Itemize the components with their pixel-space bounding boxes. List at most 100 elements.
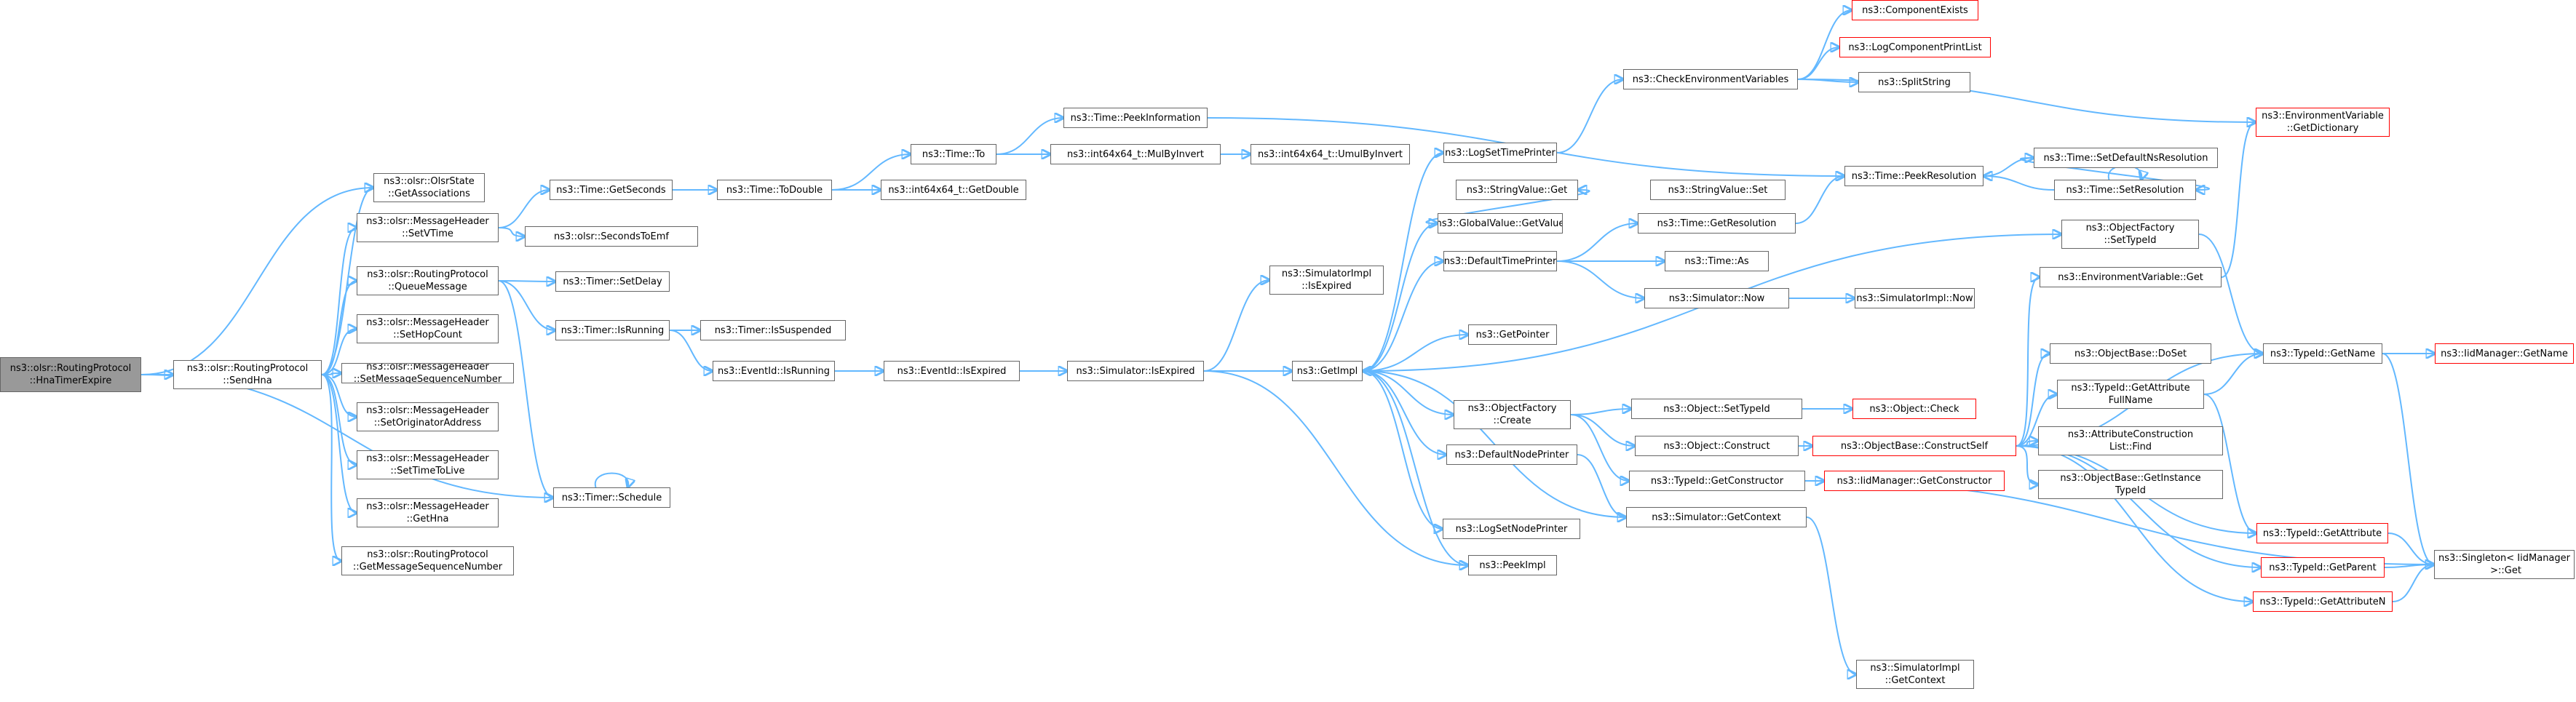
graph-node[interactable]: ns3::SimulatorImpl ::GetContext xyxy=(1856,660,1974,689)
call-edge xyxy=(996,118,1063,155)
graph-node[interactable]: ns3::olsr::MessageHeader ::SetHopCount xyxy=(357,314,499,343)
graph-node[interactable]: ns3::TypeId::GetParent xyxy=(2261,557,2385,578)
graph-node[interactable]: ns3::TypeId::GetAttribute FullName xyxy=(2057,380,2204,409)
graph-node[interactable]: ns3::Object::SetTypeId xyxy=(1631,399,1802,419)
graph-node[interactable]: ns3::GetImpl xyxy=(1292,361,1363,381)
graph-node[interactable]: ns3::Time::ToDouble xyxy=(717,180,832,200)
call-edge xyxy=(498,280,553,498)
graph-node[interactable]: ns3::Time::To xyxy=(911,144,996,164)
call-edge xyxy=(1362,261,1443,372)
graph-node[interactable]: ns3::Timer::SetDelay xyxy=(555,271,670,292)
graph-node[interactable]: ns3::olsr::SecondsToEmf xyxy=(525,226,698,247)
graph-node[interactable]: ns3::Simulator::GetContext xyxy=(1626,507,1807,527)
graph-node[interactable]: ns3::Time::GetResolution xyxy=(1638,213,1796,234)
graph-node[interactable]: ns3::IidManager::GetConstructor xyxy=(1824,471,2005,491)
graph-node[interactable]: ns3::Simulator::Now xyxy=(1644,288,1789,308)
graph-node[interactable]: ns3::int64x64_t::GetDouble xyxy=(881,180,1026,200)
graph-node[interactable]: ns3::int64x64_t::UmulByInvert xyxy=(1251,144,1410,164)
graph-node[interactable]: ns3::olsr::MessageHeader ::SetVTime xyxy=(357,213,499,242)
graph-node[interactable]: ns3::olsr::RoutingProtocol ::GetMessageS… xyxy=(341,546,514,575)
graph-node[interactable]: ns3::Singleton< IidManager >::Get xyxy=(2434,550,2575,579)
call-edge xyxy=(2203,394,2256,533)
graph-node[interactable]: ns3::SplitString xyxy=(1858,72,1970,92)
call-edge xyxy=(1795,176,1844,224)
graph-node[interactable]: ns3::Time::PeekInformation xyxy=(1063,108,1208,128)
graph-node[interactable]: ns3::TypeId::GetAttribute xyxy=(2256,523,2388,543)
graph-node[interactable]: ns3::olsr::MessageHeader ::SetTimeToLive xyxy=(357,450,499,479)
graph-node[interactable]: ns3::Object::Construct xyxy=(1635,436,1799,456)
graph-node[interactable]: ns3::LogComponentPrintList xyxy=(1839,37,1991,57)
graph-node[interactable]: ns3::SimulatorImpl::Now xyxy=(1855,288,1975,308)
graph-node[interactable]: ns3::GetPointer xyxy=(1468,324,1557,345)
call-edge xyxy=(2382,353,2434,565)
call-edge xyxy=(1570,414,1629,481)
graph-node[interactable]: ns3::StringValue::Get xyxy=(1456,180,1578,200)
call-edge xyxy=(2019,157,2211,190)
graph-node[interactable]: ns3::Time::PeekResolution xyxy=(1844,166,1983,186)
call-edge xyxy=(2016,445,2261,567)
graph-node[interactable]: ns3::olsr::MessageHeader ::SetMessageSeq… xyxy=(341,363,514,383)
graph-node[interactable]: ns3::EventId::IsRunning xyxy=(713,361,835,381)
graph-node[interactable]: ns3::olsr::OlsrState ::GetAssociations xyxy=(373,173,485,202)
graph-node[interactable]: ns3::DefaultNodePrinter xyxy=(1446,444,1577,465)
graph-node[interactable]: ns3::Object::Check xyxy=(1852,399,1976,419)
graph-node[interactable]: ns3::olsr::MessageHeader ::SetOriginator… xyxy=(357,402,499,431)
graph-node[interactable]: ns3::EnvironmentVariable::Get xyxy=(2040,267,2222,287)
graph-node[interactable]: ns3::ObjectFactory ::Create xyxy=(1454,400,1571,429)
graph-node[interactable]: ns3::olsr::RoutingProtocol ::QueueMessag… xyxy=(357,266,499,295)
graph-node[interactable]: ns3::ObjectBase::GetInstance TypeId xyxy=(2038,470,2223,499)
call-edge xyxy=(2221,122,2256,278)
graph-node[interactable]: ns3::Timer::IsRunning xyxy=(555,320,670,340)
call-edge xyxy=(1556,260,1644,298)
graph-node[interactable]: ns3::olsr::RoutingProtocol ::HnaTimerExp… xyxy=(0,357,141,392)
call-edge xyxy=(594,472,628,488)
graph-node[interactable]: ns3::CheckEnvironmentVariables xyxy=(1623,69,1798,89)
graph-node[interactable]: ns3::EventId::IsExpired xyxy=(884,361,1020,381)
graph-node[interactable]: ns3::TypeId::GetConstructor xyxy=(1629,471,1805,491)
call-edge xyxy=(1983,176,2055,191)
call-edge xyxy=(321,374,341,561)
call-edge xyxy=(321,228,357,375)
call-edge xyxy=(1363,371,1627,518)
graph-node[interactable]: ns3::PeekImpl xyxy=(1468,555,1557,575)
graph-node[interactable]: ns3::Time::GetSeconds xyxy=(550,180,673,200)
graph-node[interactable]: ns3::IidManager::GetName xyxy=(2435,343,2574,364)
call-edge xyxy=(1203,370,1468,565)
graph-node[interactable]: ns3::EnvironmentVariable ::GetDictionary xyxy=(2256,108,2390,137)
graph-node[interactable]: ns3::Timer::IsSuspended xyxy=(700,320,846,340)
graph-node[interactable]: ns3::DefaultTimePrinter xyxy=(1443,251,1557,271)
graph-node[interactable]: ns3::Simulator::IsExpired xyxy=(1067,361,1204,381)
graph-node[interactable]: ns3::Time::SetResolution xyxy=(2054,180,2196,200)
graph-node[interactable]: ns3::LogSetNodePrinter xyxy=(1443,519,1580,539)
graph-node[interactable]: ns3::TypeId::GetAttributeN xyxy=(2253,591,2393,612)
graph-node[interactable]: ns3::AttributeConstruction List::Find xyxy=(2038,426,2223,455)
graph-node[interactable]: ns3::ObjectFactory ::SetTypeId xyxy=(2061,220,2199,249)
graph-node[interactable]: ns3::ObjectBase::ConstructSelf xyxy=(1812,436,2016,456)
graph-node[interactable]: ns3::LogSetTimePrinter xyxy=(1443,143,1557,163)
call-edge xyxy=(1556,223,1638,262)
call-edge xyxy=(1362,370,1454,415)
graph-node[interactable]: ns3::Time::As xyxy=(1665,251,1769,271)
graph-node[interactable]: ns3::int64x64_t::MulByInvert xyxy=(1050,144,1221,164)
call-edge xyxy=(321,281,357,375)
call-edge xyxy=(321,374,357,417)
graph-node[interactable]: ns3::GlobalValue::GetValue xyxy=(1438,213,1563,234)
call-edge xyxy=(1806,516,1856,674)
graph-node[interactable]: ns3::TypeId::GetName xyxy=(2263,343,2382,364)
graph-node[interactable]: ns3::ObjectBase::DoSet xyxy=(2050,343,2211,364)
call-edge xyxy=(498,281,555,282)
graph-node[interactable]: ns3::StringValue::Set xyxy=(1650,180,1786,200)
graph-node[interactable]: ns3::Time::SetDefaultNsResolution xyxy=(2034,148,2218,168)
graph-node[interactable]: ns3::Timer::Schedule xyxy=(553,487,670,508)
call-edge xyxy=(2016,445,2038,484)
call-edge xyxy=(2392,565,2434,602)
graph-node[interactable]: ns3::olsr::RoutingProtocol ::SendHna xyxy=(173,360,322,389)
call-edge xyxy=(1362,370,1443,529)
graph-node[interactable]: ns3::olsr::MessageHeader ::GetHna xyxy=(357,498,499,527)
call-edge xyxy=(1425,190,1590,224)
call-edge xyxy=(1362,335,1468,372)
graph-node[interactable]: ns3::SimulatorImpl ::IsExpired xyxy=(1269,266,1384,295)
call-edge xyxy=(2203,354,2263,395)
graph-node[interactable]: ns3::ComponentExists xyxy=(1852,0,1978,20)
call-edge xyxy=(669,330,713,371)
